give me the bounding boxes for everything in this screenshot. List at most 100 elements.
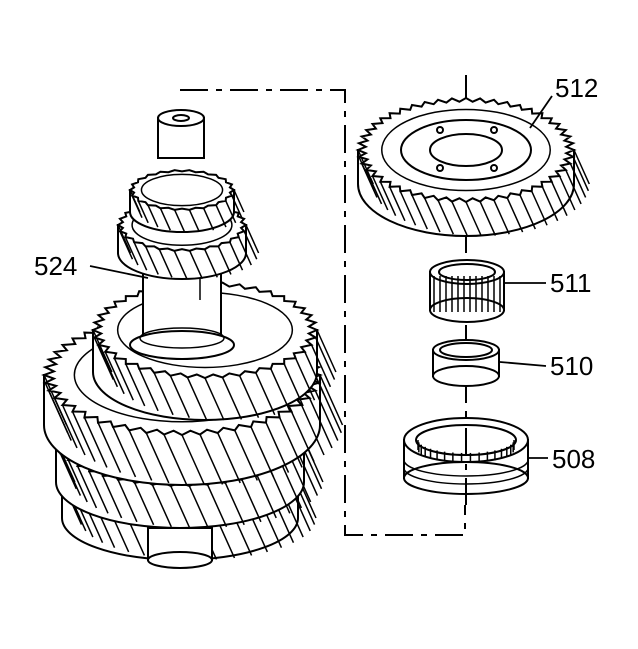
leader-512: [529, 95, 553, 129]
gear-512-tooth-line: [360, 163, 378, 198]
gear-512-tooth-line: [558, 175, 576, 211]
top-splined-gear-tooth-line: [225, 200, 237, 224]
middle-gear-tooth-line: [314, 337, 336, 380]
lower-gear-1-tooth-line: [67, 459, 88, 503]
lower-gear-1-tooth-line: [206, 484, 228, 528]
label-508: 508: [552, 444, 595, 474]
middle-gear-tooth-line: [316, 329, 337, 373]
label-511: 511: [550, 268, 591, 298]
lower-gear-1-tooth-line: [291, 459, 312, 503]
top-splined-gear-tooth-line: [159, 207, 171, 231]
top-splined-gear-tooth-line: [215, 204, 227, 228]
lower-gear-1-tooth-line: [134, 482, 155, 526]
gear-512-tooth-line: [479, 201, 497, 236]
large-gear-tooth-line: [278, 417, 303, 468]
gear-512-tooth-line: [519, 194, 536, 230]
middle-gear-tooth-line: [97, 344, 119, 388]
gear-512-hole: [490, 164, 498, 172]
gear-512-tooth-line: [573, 149, 590, 185]
top-splined-gear-tooth-line: [137, 200, 149, 224]
middle-gear-tooth-line: [113, 357, 134, 401]
top-splined-gear: [128, 169, 245, 233]
lower-gear-1-tooth-line: [301, 446, 323, 490]
gear-512-hole: [436, 164, 444, 172]
shaft-center-bore: [172, 114, 190, 122]
gear-512-tooth-line: [541, 186, 559, 222]
large-gear-tooth-line: [234, 430, 258, 481]
lower-gear-1-tooth-line: [241, 479, 262, 523]
upper-gear-tooth-line: [173, 250, 188, 280]
large-gear-tooth-line: [163, 434, 188, 485]
middle-gear-tooth-line: [125, 363, 146, 407]
upper-gear-tooth-line: [189, 250, 203, 280]
assembly-path-line: [180, 89, 466, 536]
middle-gear-tooth-line: [169, 375, 190, 418]
race-510-bore: [439, 342, 493, 358]
gear-512-web: [381, 108, 551, 192]
middle-gear-tooth-line: [204, 377, 225, 421]
gear-512-hole: [490, 126, 498, 134]
upper-gear-tooth-line: [124, 236, 139, 266]
lower-gear-1-tooth-line: [76, 465, 98, 509]
gear-512-tooth-line: [379, 181, 397, 216]
shaft-collar-inner: [139, 327, 225, 349]
sync-508-groove: [403, 459, 529, 477]
large-gear-tooth-line: [290, 411, 315, 462]
lower-gear-1-tooth-line: [60, 453, 82, 496]
upper-gear-tooth-line: [144, 246, 159, 275]
large-gear-tooth-line: [265, 422, 290, 473]
gear-512-tooth-line: [569, 163, 587, 198]
middle-gear-tooth-line: [186, 377, 208, 420]
middle-gear-tooth-line: [255, 372, 276, 416]
upper-gear-tooth-line: [243, 230, 258, 260]
label-510: 510: [550, 351, 593, 381]
large-gear-tooth-line: [199, 434, 224, 485]
top-splined-gear-tooth-line: [231, 195, 243, 218]
top-splined-gear-tooth-line: [173, 209, 186, 233]
middle-gear-tooth-line: [283, 363, 304, 407]
gear-512-tooth-line: [371, 175, 389, 211]
large-gear-tooth-line: [181, 434, 206, 486]
gear-512-bore: [429, 133, 503, 167]
middle-gear-tooth-line: [294, 357, 316, 401]
middle-gear-tooth-line: [138, 368, 159, 412]
large-gear-tooth-line: [53, 397, 78, 449]
large-gear-tooth-line: [97, 422, 122, 473]
top-splined-gear-tooth-line: [147, 204, 159, 228]
gear-512-tooth-line: [388, 186, 406, 222]
gear-512-tooth-line: [565, 169, 582, 205]
top-splined-gear-web: [140, 173, 224, 207]
large-gear-tooth-line: [300, 404, 325, 456]
upper-gear-tooth-line: [217, 246, 232, 275]
middle-gear-tooth-line: [238, 375, 260, 418]
top-splined-gear-tooth-line: [188, 209, 200, 233]
lower-gear-1-tooth-line: [170, 485, 191, 529]
upper-gear-tooth-line: [119, 230, 134, 260]
lower-gear-1-tooth-line: [256, 475, 277, 519]
bearing-511-bore: [438, 263, 496, 281]
countershaft-assembly: [41, 109, 344, 569]
large-gear-tooth-line: [61, 404, 86, 456]
large-gear-tooth-line: [217, 432, 241, 484]
upper-gear-tooth-line: [237, 236, 252, 266]
gear-512-tooth-line: [506, 197, 524, 233]
large-gear-tooth-line: [48, 390, 72, 441]
middle-gear-tooth-line: [221, 377, 243, 420]
leader-524: [89, 265, 149, 279]
bearing-race-510: [432, 339, 500, 387]
gear-512-tooth-line: [365, 169, 383, 205]
lower-gear-1-tooth-line: [297, 453, 319, 496]
middle-gear-tooth-line: [304, 351, 325, 395]
middle-gear-tooth-line: [153, 372, 174, 416]
shaft-bottom-end: [147, 551, 213, 569]
upper-gear-tooth-line: [204, 249, 218, 278]
gear-512-tooth-line: [411, 194, 428, 230]
label-512: 512: [555, 73, 598, 103]
gear-512-tooth-line: [531, 190, 548, 226]
gear-512-hole: [436, 126, 444, 134]
middle-gear-tooth-line: [104, 351, 125, 395]
lower-gear-1-tooth-line: [88, 470, 109, 514]
top-splined-gear-teeth: [128, 169, 236, 211]
